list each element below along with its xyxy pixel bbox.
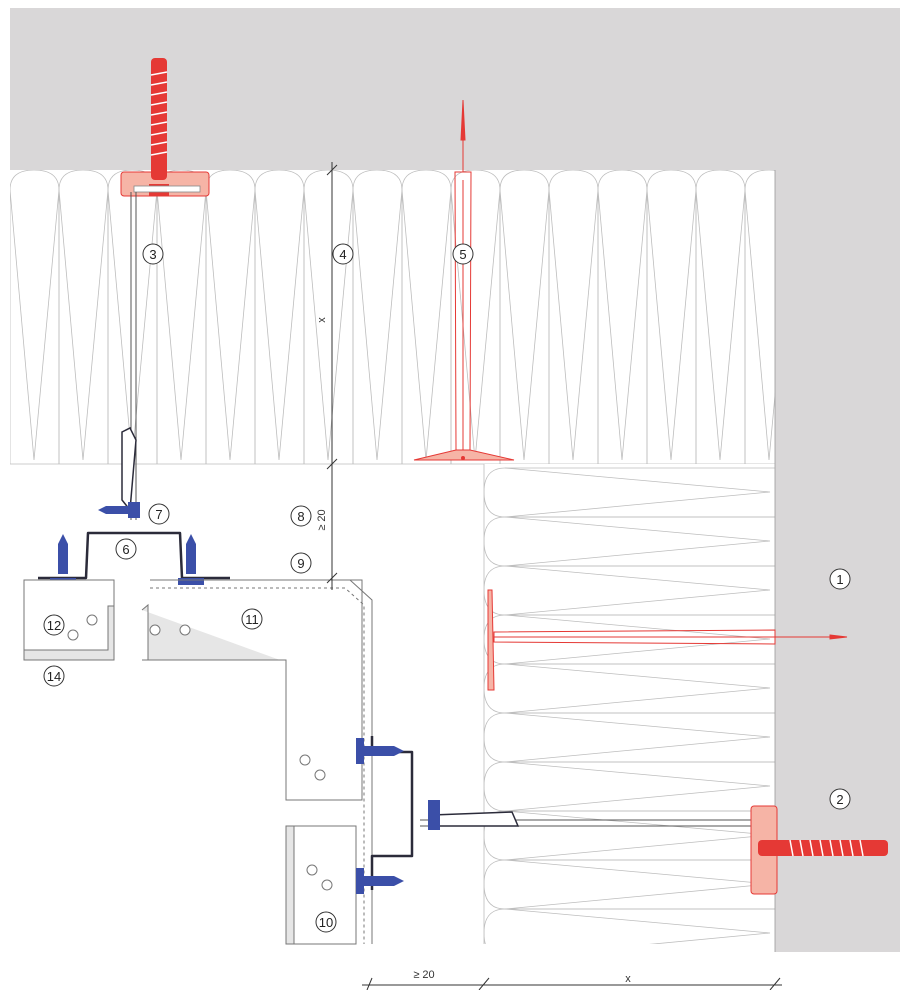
insulation-anchor-top <box>413 99 515 461</box>
callout-label-8: 8 <box>297 509 304 524</box>
wall-bracket-vertical <box>121 192 137 520</box>
dimension-horizontal-insulation: x <box>625 973 631 985</box>
dimension-horizontal <box>362 977 782 990</box>
callout-label-1: 1 <box>836 572 843 587</box>
callout-label-10: 10 <box>319 915 333 930</box>
concrete-wall <box>10 8 900 952</box>
callout-circle-1 <box>829 568 851 590</box>
dimension-vertical-insulation: x <box>316 317 328 323</box>
callout-label-7: 7 <box>155 507 162 522</box>
callout-label-6: 6 <box>122 542 129 557</box>
callout-circle-14 <box>43 665 65 687</box>
dimension-horizontal-gap: ≥ 20 <box>413 969 434 981</box>
callout-circle-11 <box>241 608 263 630</box>
callout-circle-8 <box>290 505 312 527</box>
callout-circle-4 <box>332 243 354 265</box>
callout-label-5: 5 <box>459 247 466 262</box>
insulation-anchor-side <box>487 589 848 691</box>
callout-circle-2 <box>829 788 851 810</box>
omega-rail-side <box>370 736 414 890</box>
callout-label-3: 3 <box>149 247 156 262</box>
callout-label-4: 4 <box>339 247 346 262</box>
wall-plug-anchor-top <box>120 58 210 197</box>
callout-circle-3 <box>142 243 164 265</box>
callout-label-14: 14 <box>47 669 61 684</box>
callout-circle-6 <box>115 538 137 560</box>
callout-label-12: 12 <box>47 618 61 633</box>
callout-label-11: 11 <box>245 612 259 627</box>
callout-circle-5 <box>452 243 474 265</box>
wall-plug-anchor-side <box>750 805 888 895</box>
callout-circle-7 <box>148 503 170 525</box>
facade-panel-left <box>23 579 115 661</box>
side-insulation-layer <box>484 464 775 944</box>
rail-screws-side <box>356 738 440 894</box>
callout-circle-12 <box>43 614 65 636</box>
screw-7 <box>98 502 140 518</box>
dimension-vertical-gap: ≥ 20 <box>316 509 328 530</box>
top-insulation-layer <box>10 170 775 464</box>
callout-label-2: 2 <box>836 792 843 807</box>
facade-panel-corner <box>141 579 373 944</box>
dimension-vertical <box>326 162 338 590</box>
callout-label-9: 9 <box>297 556 304 571</box>
facade-panel-lower <box>285 825 357 945</box>
callout-circle-9 <box>290 552 312 574</box>
callout-circle-10 <box>315 911 337 933</box>
